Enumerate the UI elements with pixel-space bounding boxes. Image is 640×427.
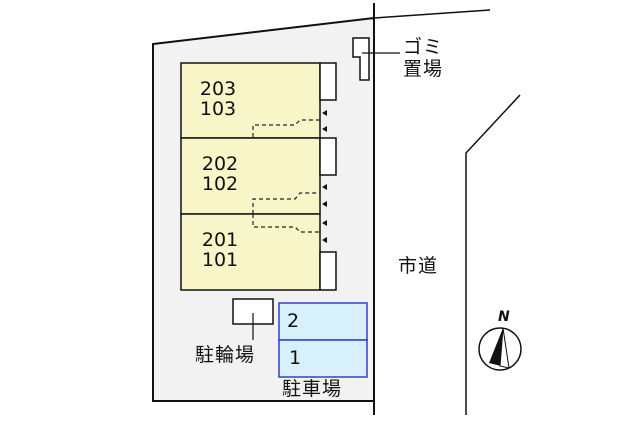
- road-edge: [465, 94, 521, 415]
- road-label: 市道: [398, 255, 439, 277]
- entrance-arrows: [322, 110, 327, 243]
- unit-number: 101: [201, 249, 239, 271]
- unit-number: 203: [199, 78, 237, 100]
- unit-number: 103: [199, 98, 237, 120]
- compass-icon: [478, 327, 522, 371]
- bicycle-parking-label: 駐輪場: [195, 344, 256, 366]
- entrance-paths: [252, 119, 320, 233]
- compass-north-label: N: [498, 309, 510, 325]
- unit-number: 202: [201, 153, 239, 175]
- unit-number: 102: [201, 173, 239, 195]
- parking-space-2: [278, 302, 368, 341]
- parking-number: 1: [289, 347, 302, 369]
- boundary-line: [373, 9, 491, 19]
- garbage-label: ゴミ: [403, 36, 444, 58]
- balcony: [319, 137, 337, 176]
- garbage-area: [352, 37, 370, 81]
- unit-number: 201: [201, 229, 239, 251]
- parking-space-1: [278, 339, 368, 378]
- balcony: [319, 62, 337, 101]
- parking-label: 駐車場: [282, 378, 343, 400]
- parking-number: 2: [287, 310, 300, 332]
- balcony: [319, 251, 337, 291]
- garbage-label: 置場: [403, 58, 444, 80]
- building: [180, 62, 321, 291]
